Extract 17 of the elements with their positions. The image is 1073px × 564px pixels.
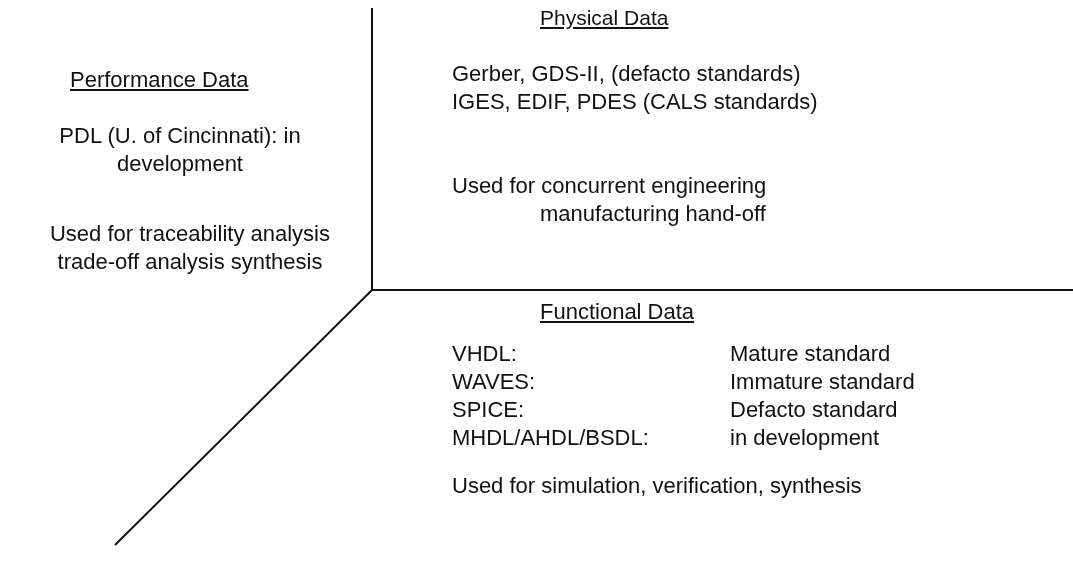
language-name: SPICE: [452, 396, 525, 424]
note-text: Used for concurrent engineering manufacturing hand-off [452, 172, 768, 228]
standards-text: IGES, EDIF, PDES (CALS standards) [452, 88, 818, 116]
heading: Physical Data [540, 5, 669, 31]
language-name: MHDL/AHDL/BSDL: [452, 424, 649, 452]
status-text: Immature standard [730, 368, 915, 396]
note-text: Used for traceability analysis trade-off analysis synthesis [49, 220, 331, 276]
status-text: Mature standard [730, 340, 891, 368]
note-text: Used for simulation, verification, synthesis [452, 472, 862, 500]
status-text: in development [730, 424, 880, 452]
heading: Functional Data [540, 298, 695, 326]
language-name: WAVES: [452, 368, 536, 396]
status-text: Defacto standard [730, 396, 898, 424]
language-name: VHDL: [452, 340, 517, 368]
note-text: PDL (U. of Cincinnati): in development [58, 122, 302, 178]
heading: Performance Data [70, 66, 249, 94]
standards-text: Gerber, GDS-II, (defacto standards) [452, 60, 801, 88]
